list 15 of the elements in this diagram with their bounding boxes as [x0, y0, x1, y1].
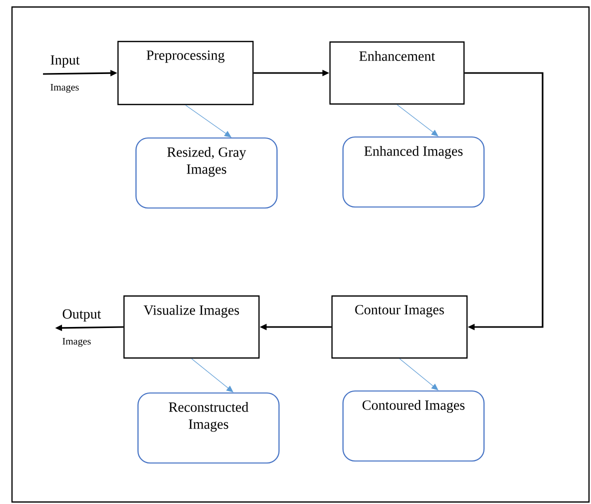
process-box: Visualize Images — [123, 295, 260, 359]
pointer-arrow — [396, 104, 438, 136]
pointer-arrow — [191, 358, 234, 392]
process-box: Contour Images — [331, 295, 468, 359]
result-box: Contoured Images — [342, 390, 485, 462]
io-label: Output Images — [62, 309, 102, 347]
result-box: Enhanced Images — [342, 136, 485, 208]
process-box: Preprocessing — [117, 40, 254, 106]
arrow — [464, 72, 544, 330]
result-box: Reconstructed Images — [137, 392, 280, 464]
io-label: Input Images — [50, 55, 80, 93]
pointer-arrow — [399, 358, 438, 390]
process-box: Enhancement — [329, 41, 465, 105]
result-box: Resized, Gray Images — [135, 137, 278, 209]
pointer-arrow — [185, 104, 232, 138]
